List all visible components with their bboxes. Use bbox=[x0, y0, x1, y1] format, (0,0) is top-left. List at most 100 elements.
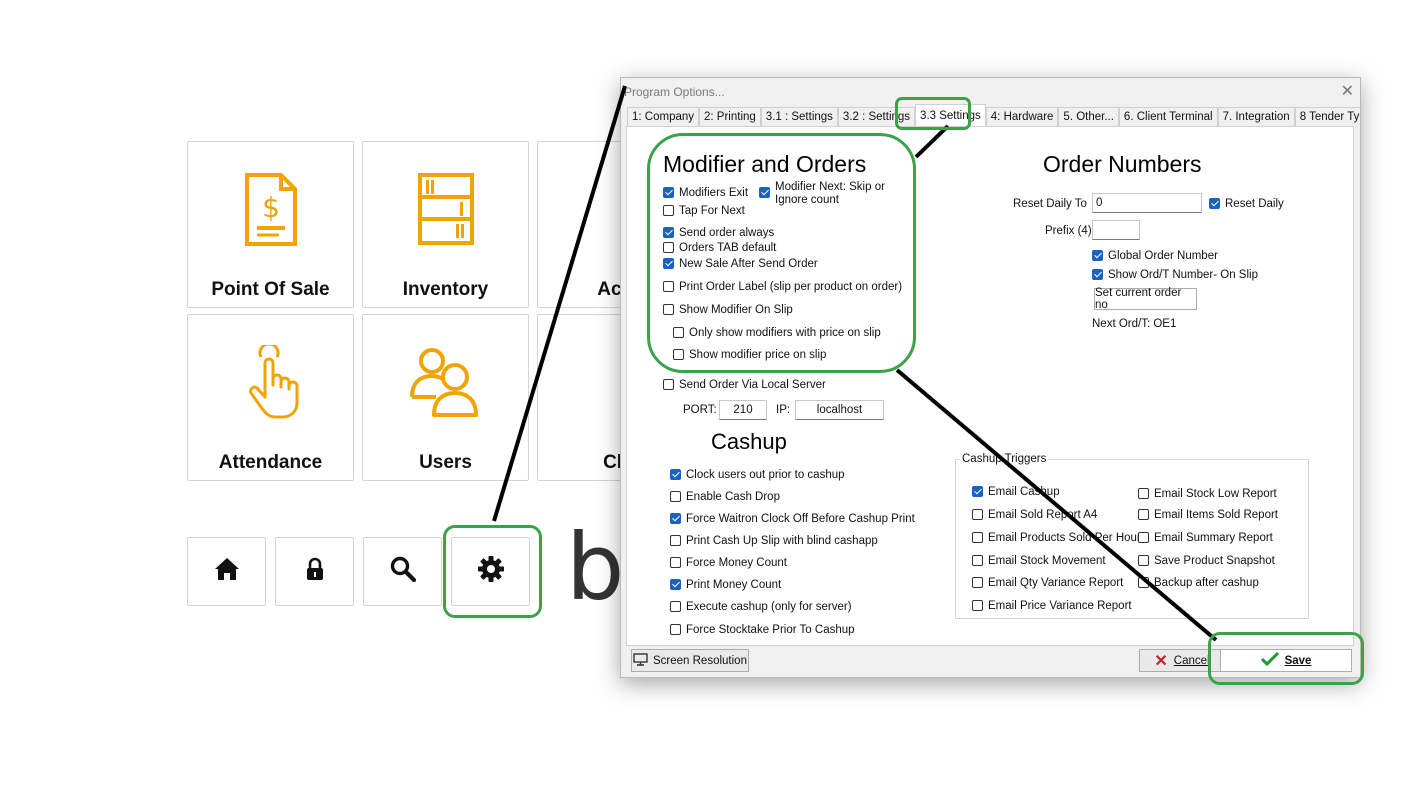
show-modifier-on-slip-checkbox[interactable]: Show Modifier On Slip bbox=[663, 303, 793, 317]
checkbox-box[interactable] bbox=[670, 469, 681, 480]
tile-label: Attendance bbox=[218, 452, 323, 473]
checkbox-box[interactable] bbox=[663, 187, 674, 198]
checkbox-box[interactable] bbox=[1092, 269, 1103, 280]
checkbox-box[interactable] bbox=[1138, 532, 1149, 543]
send-order-always-checkbox[interactable]: Send order always bbox=[663, 226, 774, 240]
tile-attendance[interactable]: Attendance bbox=[187, 314, 354, 481]
checkbox-box[interactable] bbox=[972, 486, 983, 497]
checkbox-box[interactable] bbox=[663, 281, 674, 292]
trigger-option[interactable]: Email Price Variance Report bbox=[972, 599, 1132, 613]
cancel-button[interactable]: ✕ Cancel bbox=[1139, 649, 1225, 672]
set-current-order-button[interactable]: Set current order no bbox=[1094, 287, 1197, 311]
checkbox-label: New Sale After Send Order bbox=[679, 258, 818, 270]
checkbox-box[interactable] bbox=[670, 491, 681, 502]
cashup-option[interactable]: Force Stocktake Prior To Cashup bbox=[670, 623, 855, 637]
cashup-option[interactable]: Execute cashup (only for server) bbox=[670, 600, 852, 614]
checkbox-box[interactable] bbox=[670, 601, 681, 612]
cashup-option[interactable]: Enable Cash Drop bbox=[670, 490, 780, 504]
cashup-option[interactable]: Force Money Count bbox=[670, 556, 787, 570]
trigger-option[interactable]: Email Qty Variance Report bbox=[972, 576, 1123, 590]
checkbox-box[interactable] bbox=[972, 509, 983, 520]
reset-daily-to-input[interactable]: 0 bbox=[1092, 193, 1202, 213]
checkbox-box[interactable] bbox=[972, 555, 983, 566]
checkbox-box[interactable] bbox=[663, 242, 674, 253]
checkbox-box[interactable] bbox=[1209, 198, 1220, 209]
show-ord-number-checkbox[interactable]: Show Ord/T Number- On Slip bbox=[1092, 268, 1258, 282]
only-show-modifiers-price-checkbox[interactable]: Only show modifiers with price on slip bbox=[673, 326, 881, 340]
save-label: Save bbox=[1284, 654, 1312, 667]
checkbox-label: Show Ord/T Number- On Slip bbox=[1108, 269, 1258, 281]
checkbox-box[interactable] bbox=[1138, 488, 1149, 499]
shelves-icon bbox=[363, 172, 528, 247]
trigger-option[interactable]: Email Summary Report bbox=[1138, 531, 1273, 545]
checkbox-box[interactable] bbox=[663, 205, 674, 216]
new-sale-after-send-checkbox[interactable]: New Sale After Send Order bbox=[663, 257, 818, 271]
print-order-label-checkbox[interactable]: Print Order Label (slip per product on o… bbox=[663, 280, 902, 294]
save-button[interactable]: Save bbox=[1220, 649, 1352, 672]
checkbox-box[interactable] bbox=[663, 258, 674, 269]
cashup-option[interactable]: Clock users out prior to cashup bbox=[670, 468, 845, 482]
checkbox-box[interactable] bbox=[1138, 509, 1149, 520]
checkbox-label: Tap For Next bbox=[679, 205, 745, 217]
checkbox-box[interactable] bbox=[670, 557, 681, 568]
tab-hardware[interactable]: 4: Hardware bbox=[985, 107, 1059, 127]
cashup-option[interactable]: Print Cash Up Slip with blind cashapp bbox=[670, 534, 878, 548]
tile-point-of-sale[interactable]: $ Point Of Sale bbox=[187, 141, 354, 308]
checkbox-box[interactable] bbox=[670, 535, 681, 546]
cashup-option[interactable]: Force Waitron Clock Off Before Cashup Pr… bbox=[670, 512, 915, 526]
checkbox-box[interactable] bbox=[972, 532, 983, 543]
home-button[interactable] bbox=[187, 537, 266, 606]
tile-inventory[interactable]: Inventory bbox=[362, 141, 529, 308]
close-icon[interactable]: ✕ bbox=[1340, 83, 1354, 100]
tab-settings-3-1[interactable]: 3.1 : Settings bbox=[760, 107, 838, 127]
modifiers-exit-checkbox[interactable]: Modifiers Exit bbox=[663, 186, 748, 200]
tap-for-next-checkbox[interactable]: Tap For Next bbox=[663, 204, 745, 218]
trigger-option[interactable]: Email Items Sold Report bbox=[1138, 508, 1278, 522]
checkbox-box[interactable] bbox=[972, 577, 983, 588]
trigger-option[interactable]: Save Product Snapshot bbox=[1138, 554, 1275, 568]
prefix-input[interactable] bbox=[1092, 220, 1140, 240]
checkbox-box[interactable] bbox=[670, 579, 681, 590]
tab-company[interactable]: 1: Company bbox=[627, 107, 700, 127]
trigger-option[interactable]: Email Products Sold Per Hour bbox=[972, 531, 1141, 545]
checkbox-label: Orders TAB default bbox=[679, 242, 777, 254]
cashup-option[interactable]: Print Money Count bbox=[670, 578, 781, 592]
search-button[interactable] bbox=[363, 537, 442, 606]
checkbox-box[interactable] bbox=[663, 379, 674, 390]
checkbox-box[interactable] bbox=[759, 187, 770, 198]
send-via-local-server-checkbox[interactable]: Send Order Via Local Server bbox=[663, 378, 826, 392]
screen-resolution-button[interactable]: Screen Resolution bbox=[631, 649, 749, 672]
checkbox-box[interactable] bbox=[663, 304, 674, 315]
checkbox-label: Show modifier price on slip bbox=[689, 349, 827, 361]
checkbox-box[interactable] bbox=[663, 227, 674, 238]
tab-tender-types[interactable]: 8 Tender Types bbox=[1294, 107, 1360, 127]
tab-client-terminal[interactable]: 6. Client Terminal bbox=[1118, 107, 1218, 127]
checkbox-box[interactable] bbox=[670, 624, 681, 635]
settings-button[interactable] bbox=[451, 537, 530, 606]
tab-printing[interactable]: 2: Printing bbox=[699, 107, 761, 127]
global-order-number-checkbox[interactable]: Global Order Number bbox=[1092, 249, 1218, 263]
tile-users[interactable]: Users bbox=[362, 314, 529, 481]
port-input[interactable]: 210 bbox=[719, 400, 767, 420]
ip-input[interactable]: localhost bbox=[795, 400, 884, 420]
home-icon bbox=[214, 557, 240, 586]
checkbox-label: Email Items Sold Report bbox=[1154, 509, 1278, 521]
lock-button[interactable] bbox=[275, 537, 354, 606]
tab-other[interactable]: 5. Other... bbox=[1058, 107, 1119, 127]
trigger-option[interactable]: Email Stock Low Report bbox=[1138, 487, 1277, 501]
reset-daily-checkbox[interactable]: Reset Daily bbox=[1209, 197, 1284, 211]
checkbox-label: Force Stocktake Prior To Cashup bbox=[686, 624, 855, 636]
reset-daily-to-label: Reset Daily To bbox=[1013, 198, 1087, 210]
checkbox-box[interactable] bbox=[670, 513, 681, 524]
orders-tab-default-checkbox[interactable]: Orders TAB default bbox=[663, 241, 776, 255]
checkbox-box[interactable] bbox=[1138, 555, 1149, 566]
checkbox-label: Send Order Via Local Server bbox=[679, 379, 826, 391]
port-label: PORT: bbox=[683, 404, 717, 416]
tab-integration[interactable]: 7. Integration bbox=[1217, 107, 1295, 127]
checkbox-box[interactable] bbox=[972, 600, 983, 611]
cashup-heading: Cashup bbox=[711, 429, 787, 454]
checkbox-box[interactable] bbox=[1092, 250, 1103, 261]
trigger-option[interactable]: Email Stock Movement bbox=[972, 554, 1106, 568]
